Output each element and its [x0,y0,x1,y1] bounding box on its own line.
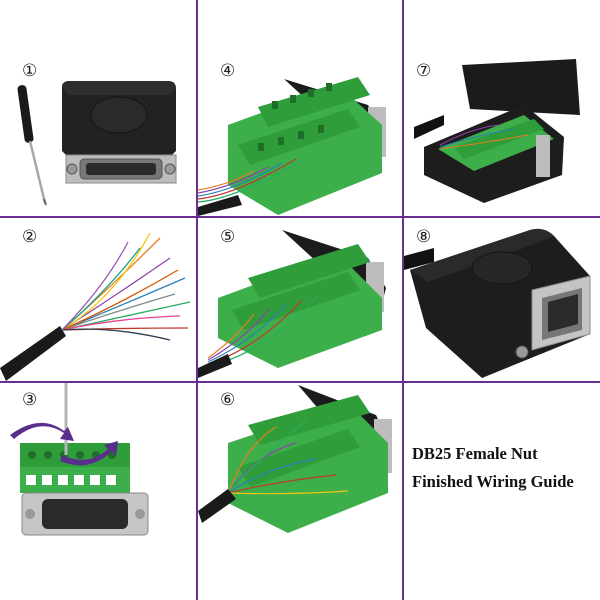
db25-board-icon [228,385,392,533]
wire-bundle-icon [198,154,311,203]
db25-board-icon [228,77,386,215]
divider-h2 [0,381,600,383]
finished-connector-illustration [404,228,591,378]
step-1-number: ① [22,61,38,81]
assembled-in-hood-illustration [414,59,580,203]
db25-board-icon [218,230,386,368]
step-5-number: ⑤ [220,227,236,247]
divider-v2 [402,0,404,600]
step-2-number: ② [22,227,38,247]
step-3-number: ③ [22,390,38,410]
step-8-panel: ⑧ [404,218,600,381]
guide-caption: DB25 Female Nut Finished Wiring Guide [412,440,598,496]
step-3-panel: ③ [0,383,196,600]
open-hood-icon [414,59,580,203]
step-5-panel: ⑤ [198,218,402,381]
wire-bundle-icon [0,232,191,381]
divider-v1 [196,0,198,600]
step-6-panel: ⑥ [198,383,402,600]
step-8-number: ⑧ [416,227,432,247]
wire-bundle-icon [227,418,349,495]
step-6-number: ⑥ [220,390,236,410]
step-4-number: ④ [220,61,236,81]
wired-terminal-board-step5 [198,230,386,378]
step-2-panel: ② [0,218,196,381]
connector-hood-icon [62,81,177,184]
screwdriver-and-hood-illustration [17,81,177,206]
step-4-panel: ④ [198,55,402,216]
step-7-panel: ⑦ [404,55,600,216]
step-1-panel: ① [0,55,196,216]
screw-terminal-illustration [10,383,149,536]
step-7-number: ⑦ [416,61,432,81]
rotate-arrow-icon [10,422,118,466]
wired-terminal-board-step4 [198,77,386,216]
caption-line-2: Finished Wiring Guide [412,472,574,491]
stripped-cable-illustration [0,232,191,381]
wired-terminal-board-step6 [198,385,392,533]
screwdriver-icon [17,85,47,206]
divider-h1 [0,216,600,218]
terminal-block-icon [20,443,149,536]
caption-line-1: DB25 Female Nut [412,444,538,463]
db25-hood-icon [404,228,591,378]
